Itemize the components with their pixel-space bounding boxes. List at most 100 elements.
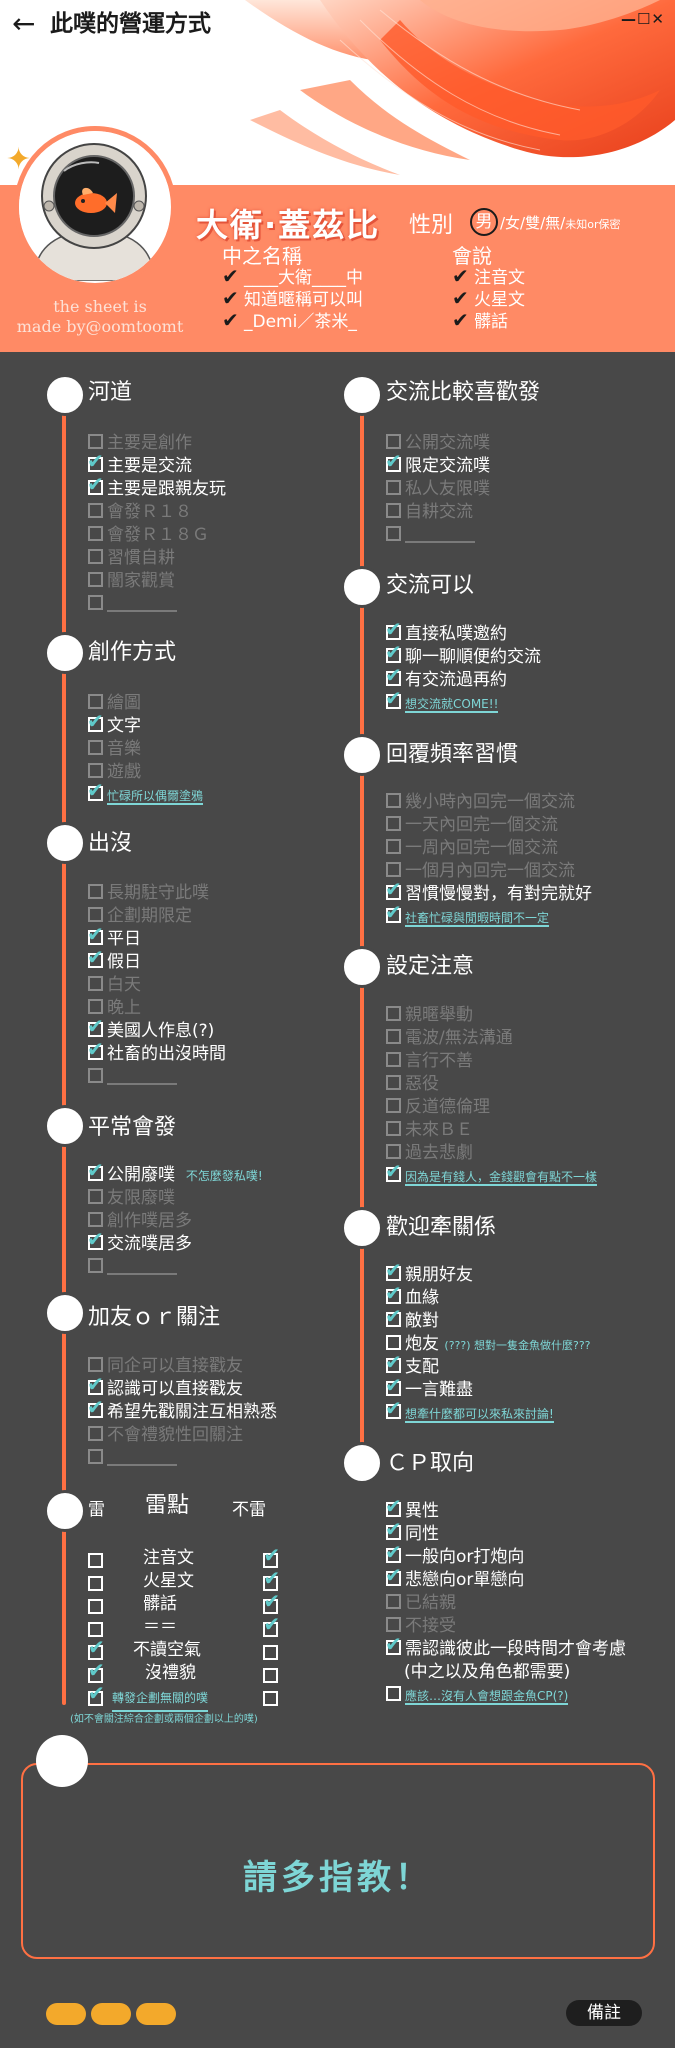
checkbox[interactable]: ✔ bbox=[87, 778, 104, 801]
back-arrow-icon[interactable]: ← bbox=[12, 7, 36, 40]
checkbox[interactable] bbox=[88, 1067, 103, 1083]
checkbox[interactable]: ✔ bbox=[385, 640, 402, 663]
option-item[interactable]: ✔血緣 bbox=[385, 1280, 439, 1308]
option-item[interactable]: 一個月內回完一個交流 bbox=[386, 860, 592, 883]
option-item-blank[interactable] bbox=[88, 1256, 263, 1279]
option-item[interactable]: 過去悲劇 bbox=[386, 1142, 597, 1165]
checkbox[interactable] bbox=[386, 1005, 401, 1021]
checkbox[interactable]: ✔ bbox=[385, 1540, 402, 1563]
option-item[interactable]: ✔平日 bbox=[87, 921, 141, 949]
checkbox[interactable] bbox=[88, 906, 103, 922]
checkbox[interactable] bbox=[386, 1051, 401, 1067]
lei-checkbox[interactable] bbox=[88, 1599, 103, 1614]
checkbox[interactable] bbox=[88, 1448, 103, 1464]
option-item-blank[interactable] bbox=[88, 1066, 226, 1089]
option-item[interactable]: 自耕交流 bbox=[386, 501, 490, 524]
checkbox[interactable]: ✔ bbox=[87, 1037, 104, 1060]
checkbox[interactable]: ✔ bbox=[385, 1396, 402, 1419]
window-controls[interactable]: —☐✕ bbox=[620, 10, 665, 28]
checkbox[interactable]: ✔ bbox=[385, 1350, 402, 1373]
bulei-checkbox[interactable]: ✔ bbox=[263, 1590, 280, 1614]
checkbox[interactable]: ✔ bbox=[385, 1632, 402, 1655]
option-item[interactable]: 長期駐守此噗 bbox=[88, 882, 226, 905]
lei-checkbox[interactable]: ✔ bbox=[88, 1659, 105, 1683]
bulei-checkbox[interactable] bbox=[263, 1668, 279, 1683]
option-item[interactable]: 親暱舉動 bbox=[386, 1004, 597, 1027]
bulei-checkbox[interactable]: ✔ bbox=[263, 1567, 280, 1591]
checkbox[interactable] bbox=[88, 1425, 103, 1441]
option-item-note[interactable]: ✔想交流就COME!! bbox=[385, 686, 541, 715]
option-item[interactable]: 一周內回完一個交流 bbox=[386, 837, 592, 860]
option-item[interactable]: 創作噗居多 bbox=[88, 1210, 263, 1233]
bulei-checkbox[interactable] bbox=[263, 1645, 279, 1660]
lei-checkbox[interactable]: ✔ bbox=[88, 1636, 105, 1660]
checkbox[interactable]: ✔ bbox=[385, 1258, 402, 1281]
checkbox[interactable] bbox=[88, 433, 103, 449]
option-item-note[interactable]: ✔想牽什麼都可以來私來討論! bbox=[385, 1396, 591, 1425]
lei-checkbox[interactable] bbox=[88, 1622, 103, 1637]
option-item[interactable]: 炮友 (???) 想對一隻金魚做什麼??? bbox=[386, 1333, 591, 1356]
checkbox[interactable]: ✔ bbox=[385, 686, 402, 709]
checkbox[interactable]: ✔ bbox=[385, 449, 402, 472]
option-item[interactable]: ✔悲戀向or單戀向 bbox=[385, 1562, 525, 1590]
checkbox[interactable]: ✔ bbox=[87, 922, 104, 945]
checkbox[interactable] bbox=[88, 548, 103, 564]
bulei-checkbox[interactable] bbox=[263, 1691, 279, 1706]
checkbox[interactable] bbox=[386, 1143, 401, 1159]
checkbox[interactable]: ✔ bbox=[385, 900, 402, 923]
checkbox[interactable]: ✔ bbox=[87, 1014, 104, 1037]
option-item[interactable]: 一天內回完一個交流 bbox=[386, 814, 592, 837]
checkbox[interactable]: ✔ bbox=[385, 617, 402, 640]
option-item[interactable]: ✔希望先戳關注互相熟悉 bbox=[87, 1394, 277, 1422]
option-item[interactable]: 音樂 bbox=[88, 738, 203, 761]
checkbox[interactable]: ✔ bbox=[385, 1563, 402, 1586]
option-item[interactable]: 主要是創作 bbox=[88, 432, 226, 455]
option-item-blank[interactable] bbox=[386, 524, 490, 547]
checkbox[interactable] bbox=[88, 883, 103, 899]
checkbox[interactable] bbox=[88, 1356, 103, 1372]
checkbox[interactable]: ✔ bbox=[385, 1281, 402, 1304]
option-item[interactable]: 白天 bbox=[88, 974, 226, 997]
option-item[interactable]: 同企可以直接戳友 bbox=[88, 1355, 277, 1378]
page-pill-1[interactable] bbox=[46, 2003, 86, 2025]
option-item[interactable]: ✔聊一聊順便約交流 bbox=[385, 639, 541, 667]
option-item[interactable]: ✔有交流過再約 bbox=[385, 662, 507, 690]
option-item[interactable]: ✔主要是交流 bbox=[87, 448, 192, 476]
option-item[interactable]: 習慣自耕 bbox=[88, 547, 226, 570]
checkbox[interactable] bbox=[386, 792, 401, 808]
option-item[interactable]: 遊戲 bbox=[88, 761, 203, 784]
option-item[interactable]: ✔社畜的出沒時間 bbox=[87, 1036, 226, 1064]
checkbox[interactable]: ✔ bbox=[87, 945, 104, 968]
checkbox[interactable]: ✔ bbox=[87, 472, 104, 495]
option-item[interactable]: 私人友限噗 bbox=[386, 478, 490, 501]
option-item[interactable]: ✔直接私噗邀約 bbox=[385, 616, 507, 644]
option-item[interactable]: 公開交流噗 bbox=[386, 432, 490, 455]
checkbox[interactable] bbox=[386, 1074, 401, 1090]
option-item[interactable]: 晚上 bbox=[88, 997, 226, 1020]
option-item[interactable]: 電波/無法溝通 bbox=[386, 1027, 597, 1050]
option-item[interactable]: ✔美國人作息(?) bbox=[87, 1013, 215, 1041]
checkbox[interactable] bbox=[88, 975, 103, 991]
checkbox[interactable] bbox=[386, 1028, 401, 1044]
option-item[interactable]: 反道德倫理 bbox=[386, 1096, 597, 1119]
option-item[interactable]: ✔同性 bbox=[385, 1516, 439, 1544]
checkbox[interactable]: ✔ bbox=[385, 1517, 402, 1540]
option-item[interactable]: ✔異性 bbox=[385, 1493, 439, 1521]
option-item[interactable]: ✔敵對 bbox=[385, 1303, 439, 1331]
checkbox[interactable] bbox=[386, 815, 401, 831]
checkbox[interactable] bbox=[386, 1120, 401, 1136]
checkbox[interactable] bbox=[386, 861, 401, 877]
option-item[interactable]: 未來ＢＥ bbox=[386, 1119, 597, 1142]
option-item[interactable]: 企劃期限定 bbox=[88, 905, 226, 928]
option-item[interactable]: ✔交流噗居多 bbox=[87, 1226, 192, 1254]
gender-selected[interactable]: 男 bbox=[470, 208, 498, 236]
option-item-note[interactable]: 應該…沒有人會想跟金魚CP(?) bbox=[386, 1684, 626, 1707]
checkbox[interactable] bbox=[88, 502, 103, 518]
checkbox[interactable]: ✔ bbox=[385, 877, 402, 900]
checkbox[interactable] bbox=[386, 479, 401, 495]
checkbox[interactable] bbox=[88, 762, 103, 778]
checkbox[interactable]: ✔ bbox=[87, 1158, 104, 1181]
option-item-note[interactable]: ✔忙碌所以偶爾塗鴉 bbox=[87, 778, 204, 807]
checkbox[interactable]: ✔ bbox=[87, 1372, 104, 1395]
lei-checkbox[interactable] bbox=[88, 1553, 103, 1568]
